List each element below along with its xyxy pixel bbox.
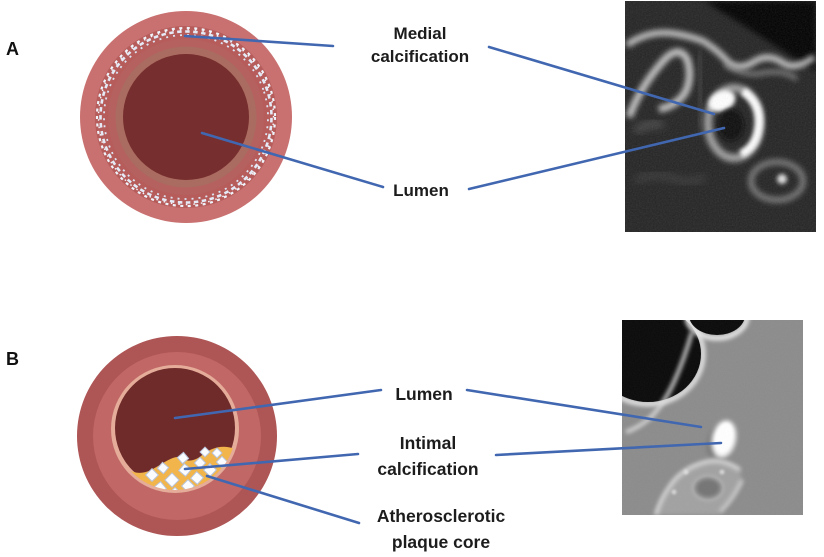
panel-b-label: B [6,349,19,369]
vessel-a-lumen [123,54,249,180]
label-atherosclerotic-plaque-core: Atherosclerotic plaque core [376,506,506,552]
label-lumen-a: Lumen [393,181,449,200]
label-intimal-calcification: Intimal calcification [377,433,479,479]
ct-scan-intimal-calcification [622,320,803,515]
ct-b-noise-texture [622,320,803,515]
label-medial-calcification: Medial calcification [370,24,470,66]
label-lumen-b: Lumen [395,384,453,404]
panel-a-label: A [6,39,19,59]
ct-scan-medial-calcification [625,1,816,232]
vessel-diagram-medial-calcification [80,11,292,223]
vessel-diagram-intimal-calcification [77,336,277,536]
ct-a-noise-texture [625,1,816,232]
